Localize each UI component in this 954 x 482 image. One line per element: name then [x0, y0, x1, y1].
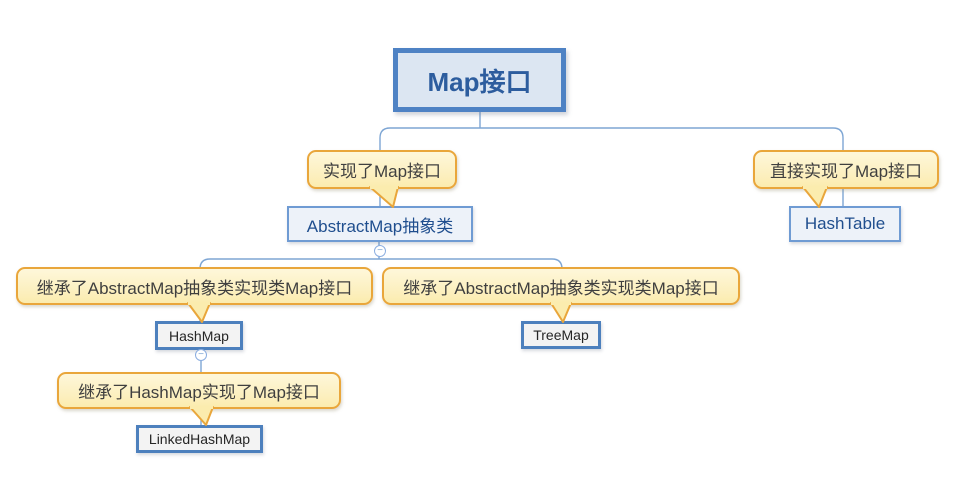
node-abstractmap[interactable]: AbstractMap抽象类 [287, 206, 473, 242]
callout-extends-abstractmap-left[interactable]: 继承了AbstractMap抽象类实现类Map接口 [16, 267, 373, 305]
minus-icon: − [377, 245, 383, 256]
collapse-toggle-abstractmap[interactable]: − [374, 245, 386, 257]
node-hashmap[interactable]: HashMap [155, 321, 243, 350]
node-hashtable-label: HashTable [804, 214, 886, 233]
callout-tail [550, 302, 572, 323]
node-treemap-label: TreeMap [533, 327, 589, 343]
callout-directly-implements-map[interactable]: 直接实现了Map接口 [753, 150, 939, 189]
node-map-interface-label: Map接口 [427, 66, 532, 97]
callout-label: 直接实现了Map接口 [769, 162, 923, 181]
callout-label: 实现了Map接口 [322, 162, 442, 181]
callout-label: 继承了HashMap实现了Map接口 [78, 383, 320, 402]
node-abstractmap-label: AbstractMap抽象类 [306, 216, 454, 236]
node-hashtable[interactable]: HashTable [789, 206, 901, 242]
callout-extends-hashmap[interactable]: 继承了HashMap实现了Map接口 [57, 372, 341, 409]
callout-label: 继承了AbstractMap抽象类实现类Map接口 [403, 278, 719, 298]
node-linkedhashmap-label: LinkedHashMap [148, 431, 251, 447]
node-map-interface[interactable]: Map接口 [393, 48, 566, 112]
node-hashmap-label: HashMap [169, 327, 229, 344]
node-linkedhashmap[interactable]: LinkedHashMap [136, 425, 263, 453]
minus-icon: − [198, 349, 204, 360]
collapse-toggle-hashmap[interactable]: − [195, 349, 207, 361]
connector-abstractmap-children [199, 258, 563, 321]
callout-tail [189, 406, 214, 426]
callout-label: 继承了AbstractMap抽象类实现类Map接口 [36, 278, 353, 298]
connector-map-children [379, 127, 844, 206]
callout-extends-abstractmap-right[interactable]: 继承了AbstractMap抽象类实现类Map接口 [382, 267, 740, 305]
node-treemap[interactable]: TreeMap [521, 321, 601, 349]
callout-tail [369, 186, 399, 208]
callout-implements-map[interactable]: 实现了Map接口 [307, 150, 457, 189]
callout-tail [187, 302, 211, 323]
callout-tail [802, 186, 828, 208]
